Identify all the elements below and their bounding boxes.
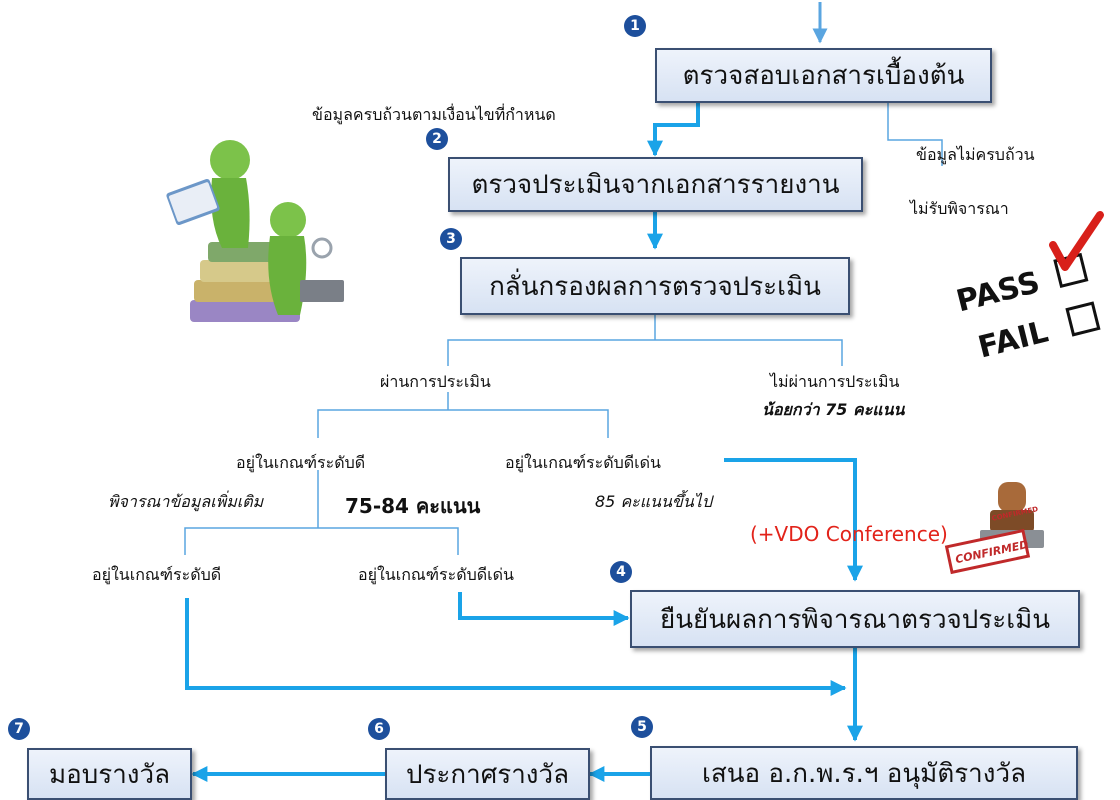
label-fail-score: น้อยกว่า 75 คะแนน [762,400,905,419]
step-5-label: เสนอ อ.ก.พ.ร.ฯ อนุมัติรางวัล [702,758,1026,789]
line-split-pass [317,392,609,438]
label-fail: ไม่ผ่านการประเมิน [770,372,900,391]
step-5-badge: 5 [631,716,653,738]
step-6-badge: 6 [368,718,390,740]
label-score-good: 75-84 คะแนน [345,494,481,518]
red-checkmark-icon [1049,211,1104,271]
arrow-excellent2-4 [458,592,630,626]
arrow-good2-merge [185,598,847,696]
step-5-box: เสนอ อ.ก.พ.ร.ฯ อนุมัติรางวัล [650,746,1078,800]
label-vdo-conference: (+VDO Conference) [750,522,948,546]
confirmed-stamp-icon: CONFIRMED CONFIRMED [944,482,1044,575]
step-1-label: ตรวจสอบเอกสารเบื้องต้น [682,61,965,91]
step-7-badge: 7 [8,718,30,740]
step-4-label: ยืนยันผลการพิจารณาตรวจประเมิน [659,604,1051,635]
step-6-label: ประกาศรางวัล [405,759,570,790]
step-1-badge: 1 [624,15,646,37]
step-2-badge: 2 [426,128,448,150]
label-not-considered: ไม่รับพิจารณา [910,199,1009,218]
step-2-label: ตรวจประเมินจากเอกสารรายงาน [471,170,840,200]
arrow-excellent-4 [724,458,863,582]
pass-icon-text: PASS [953,265,1043,319]
label-consider-more: พิจารณาข้อมูลเพิ่มเติม [108,492,264,511]
step-4-box: ยืนยันผลการพิจารณาตรวจประเมิน [630,590,1080,648]
arrow-1-2 [647,103,700,157]
label-excellent: อยู่ในเกณฑ์ระดับดีเด่น [505,453,661,472]
step-4-badge: 4 [610,561,632,583]
step-1-box: ตรวจสอบเอกสารเบื้องต้น [655,48,992,103]
line-split-good [184,470,459,555]
step-6-box: ประกาศรางวัล [385,748,590,800]
label-pass: ผ่านการประเมิน [380,372,491,391]
step-3-label: กลั่นกรองผลการตรวจประเมิน [489,271,821,302]
label-good: อยู่ในเกณฑ์ระดับดี [236,453,366,472]
reading-figures-illustration [166,140,344,322]
label-excellent-2: อยู่ในเกณฑ์ระดับดีเด่น [358,565,514,584]
step-7-label: มอบรางวัล [48,759,171,790]
label-good-2: อยู่ในเกณฑ์ระดับดี [92,565,222,584]
label-score-excellent: 85 คะแนนขึ้นไป [595,492,713,511]
step-3-box: กลั่นกรองผลการตรวจประเมิน [460,257,850,315]
line-incomplete [887,103,943,166]
label-complete: ข้อมูลครบถ้วนตามเงื่อนไขที่กำหนด [312,105,556,124]
line-split-3 [447,315,843,366]
step-3-badge: 3 [440,228,462,250]
label-incomplete: ข้อมูลไม่ครบถ้วน [916,145,1035,164]
step-7-box: มอบรางวัล [27,748,192,800]
step-2-box: ตรวจประเมินจากเอกสารรายงาน [448,157,863,212]
pass-fail-checkbox-icon: PASS FAIL [953,211,1104,365]
fail-icon-text: FAIL [975,314,1052,365]
